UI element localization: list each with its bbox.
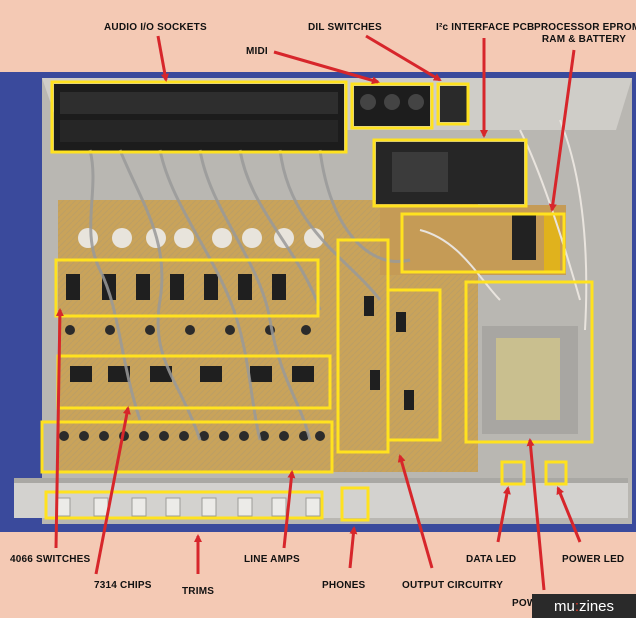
label-processor-eprom-line1: PROCESSOR EPROM <box>534 22 636 33</box>
red-arrow-icon <box>496 486 511 543</box>
label-phones: PHONES <box>322 580 366 591</box>
label-trims: TRIMS <box>182 586 215 597</box>
eprom-chip <box>512 214 536 260</box>
label-audio-io-sockets: AUDIO I/O SOCKETS <box>104 22 207 33</box>
highlight-output-circuitry-right <box>386 288 442 442</box>
transformer <box>496 338 560 420</box>
highlight-data-led <box>500 460 526 486</box>
potentiometer-row <box>78 228 324 248</box>
label-processor-eprom-line2: RAM & BATTERY <box>541 34 627 45</box>
capacitor-row <box>59 325 325 441</box>
label-4066-switches: 4066 SWITCHES <box>10 554 91 565</box>
label-dil-switches: DIL SWITCHES <box>308 22 382 33</box>
highlight-processor-eprom <box>400 212 566 274</box>
dil-switch-block <box>440 86 468 122</box>
highlight-dil-switches <box>436 82 470 126</box>
label-power-led: POWER LED <box>562 554 625 565</box>
red-arrow-icon <box>273 50 380 85</box>
label-7314-chips: 7314 CHIPS <box>94 580 152 591</box>
highlight-trims <box>44 490 324 520</box>
red-arrow-icon <box>526 438 546 591</box>
label-output-circuitry: OUTPUT CIRCUITRY <box>402 580 504 591</box>
label-power-relay-partial: POW <box>512 598 537 609</box>
muzines-logo: mu:zines <box>532 594 636 618</box>
red-arrow-icon <box>54 308 64 549</box>
red-arrow-icon <box>548 49 576 212</box>
highlight-midi <box>350 82 434 130</box>
highlight-4066-switches <box>54 258 320 318</box>
battery <box>544 214 560 272</box>
highlight-phones <box>340 486 370 522</box>
red-arrow-icon <box>94 406 131 575</box>
red-arrow-icon <box>348 526 358 569</box>
highlight-line-amps <box>40 420 334 474</box>
highlight-i2c-interface-pcb <box>372 138 528 208</box>
label-data-led: DATA LED <box>466 554 517 565</box>
red-arrow-icon <box>556 486 582 543</box>
highlight-power-led <box>544 460 568 486</box>
label-midi: MIDI <box>246 46 268 57</box>
label-line-amps: LINE AMPS <box>244 554 300 565</box>
red-arrow-icon <box>282 470 296 549</box>
red-arrow-icon <box>156 35 169 82</box>
trim-knobs <box>55 497 321 517</box>
red-arrow-icon <box>365 34 442 82</box>
highlight-audio-io-sockets <box>50 80 348 154</box>
red-arrow-icon <box>397 454 434 569</box>
label-i2c-interface-pcb: I²c INTERFACE PCB <box>436 22 535 33</box>
chip-rows <box>66 274 414 410</box>
